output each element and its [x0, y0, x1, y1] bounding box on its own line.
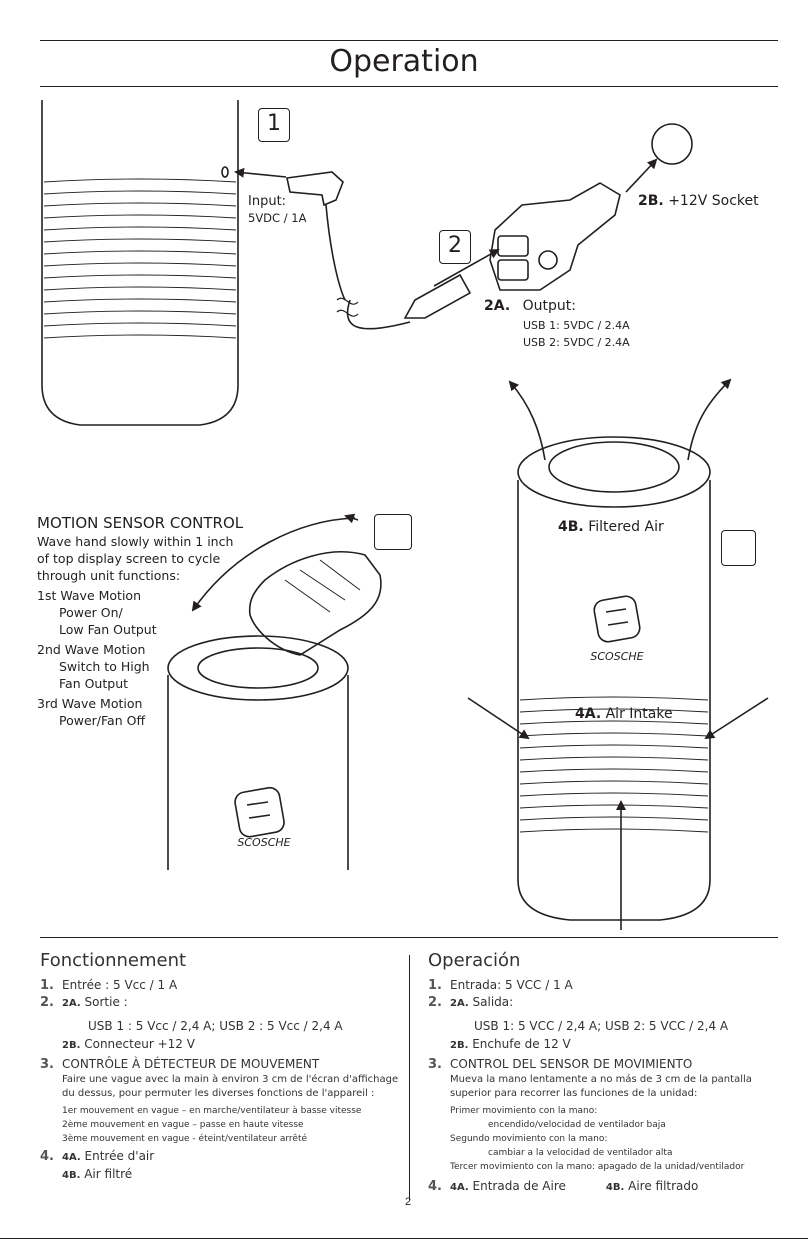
socket-ring: [651, 123, 693, 165]
power-port: [221, 166, 229, 178]
power-cable: [325, 204, 411, 330]
spanish-section: Operación 1.Entrada: 5 VCC / 1 A 2.2A. S…: [428, 950, 788, 1196]
brand-logo-left: SCOSCHE: [237, 836, 290, 849]
bottom-rule: [0, 1238, 808, 1239]
hand: [248, 551, 382, 656]
socket-label: 2B. +12V Socket: [638, 193, 759, 209]
spanish-title: Operación: [428, 950, 521, 971]
top-rule: [40, 40, 778, 41]
filtered-air-label: 4B. Filtered Air: [558, 519, 664, 535]
page-title: Operation: [329, 44, 479, 79]
step-2-badge: 2: [439, 230, 471, 264]
brand-logos: SCOSCHE SCOSCHE: [237, 650, 643, 849]
wave-arc: [191, 517, 356, 612]
page-number: 2: [404, 1196, 412, 1208]
input-arrow: [234, 167, 287, 178]
purifier-unit-airflow: [517, 436, 711, 921]
usb-plug: [403, 273, 472, 319]
output-specs: USB 1: 5VDC / 2.4A USB 2: 5VDC / 2.4A: [523, 319, 630, 349]
barrel-plug: [286, 171, 344, 207]
output-label: 2A. Output:: [484, 298, 576, 314]
step-4-badge: [721, 530, 756, 566]
car-charger: [489, 182, 621, 291]
section-rule: [40, 937, 778, 938]
french-title: Fonctionnement: [40, 950, 187, 971]
air-intake-label: 4A. Air Intake: [575, 706, 673, 722]
input-label: Input: 5VDC / 1A: [248, 194, 307, 225]
brand-logo-right: SCOSCHE: [590, 650, 643, 663]
motion-heading: MOTION SENSOR CONTROL: [37, 514, 244, 532]
motion-sensor-section: MOTION SENSOR CONTROL Wave hand slowly w…: [37, 514, 244, 728]
step-1-badge: 1: [258, 108, 290, 142]
purifier-unit-hand: [167, 635, 349, 870]
column-divider: [409, 955, 410, 1200]
french-section: Fonctionnement 1.Entrée : 5 Vcc / 1 A 2.…: [40, 950, 405, 1184]
purifier-unit-top: [41, 100, 239, 426]
title-rule: [40, 86, 778, 87]
operation-illustration: SCOSCHE SCOSCHE: [41, 100, 769, 930]
step-3-badge: [374, 514, 412, 550]
